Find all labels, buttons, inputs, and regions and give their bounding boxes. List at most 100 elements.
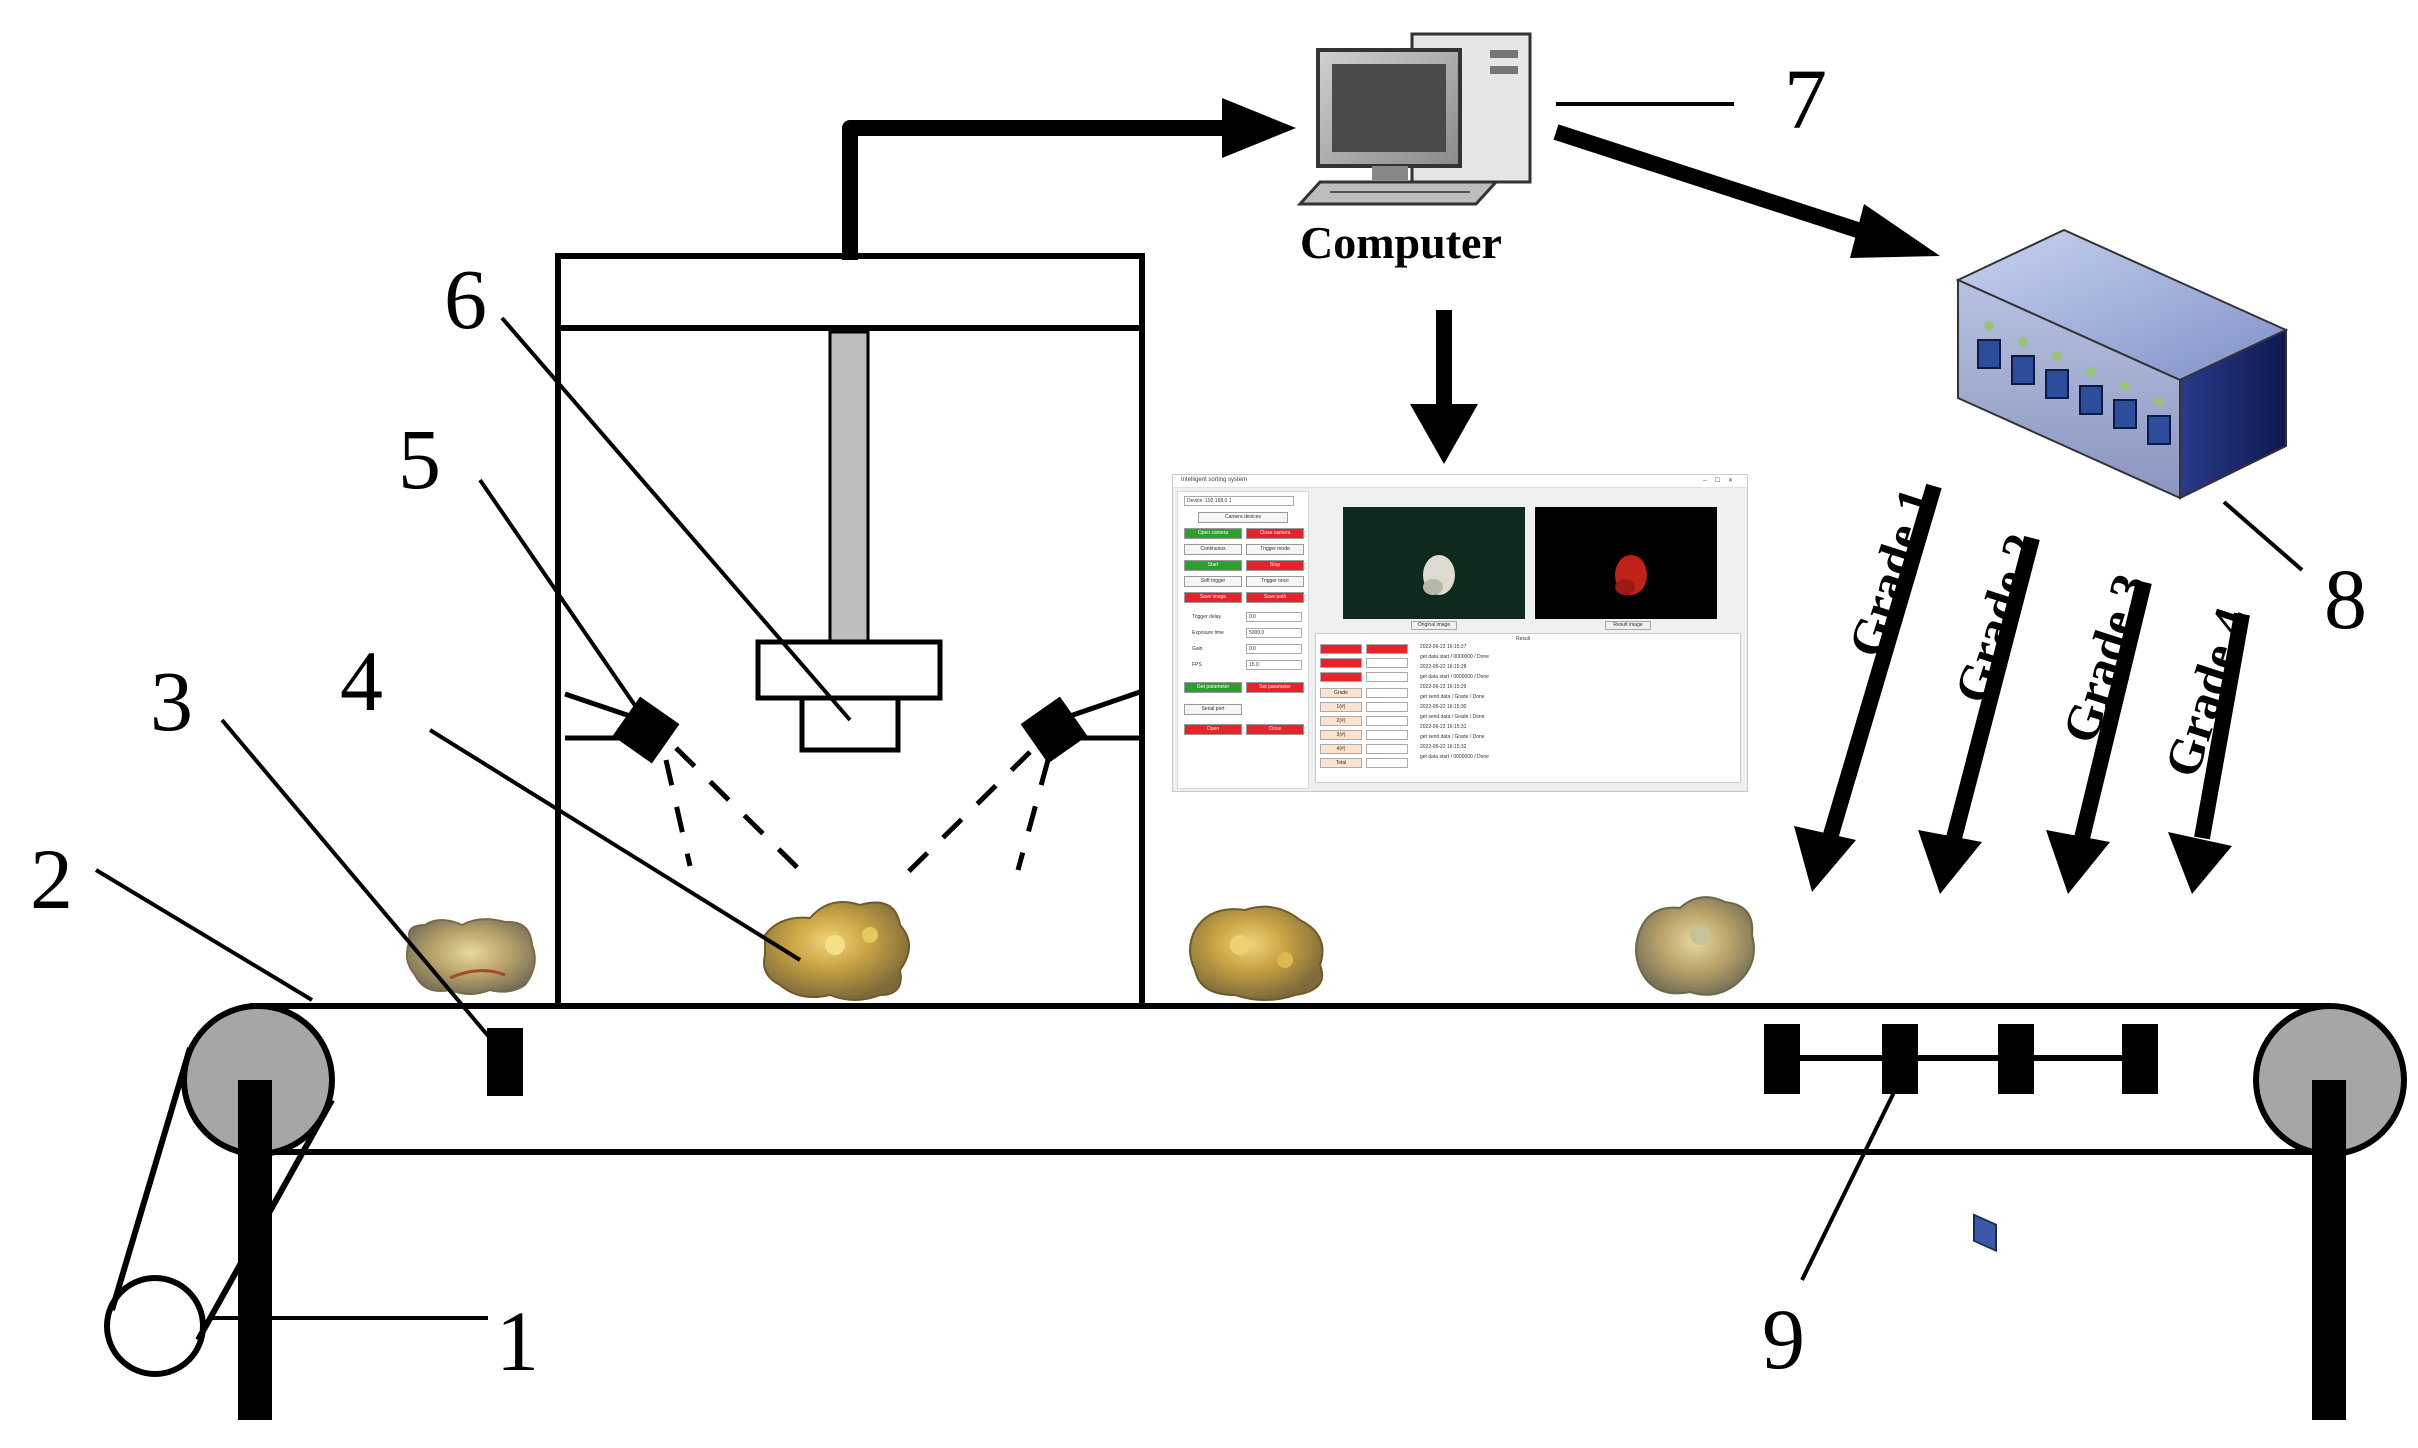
grade-label-1: Grade 1	[1837, 481, 1944, 663]
grade-row-label-4: 4(#)	[1320, 744, 1362, 754]
log-line: get data start / 0000000 / Done	[1420, 754, 1489, 760]
device-select[interactable]: Device: 192.168.0.1	[1184, 496, 1294, 506]
label-2: 2	[30, 831, 73, 927]
results-panel: Result Grade 1(#) 2(#) 3(#) 4(#) Total 2…	[1315, 633, 1741, 783]
grade-row-value-0	[1366, 688, 1408, 698]
log-line: get data start / 0000000 / Done	[1420, 674, 1489, 680]
grade-arrow-3	[2046, 580, 2152, 894]
log-line: 2022-06-22 16:15:28	[1420, 664, 1467, 670]
grade-row-value-1	[1366, 702, 1408, 712]
continuous-mode-radio[interactable]: Continuous	[1184, 544, 1242, 555]
right-roller	[2253, 1003, 2407, 1420]
grade-row-value-3	[1366, 730, 1408, 740]
computer-to-controller-arrow	[1553, 124, 1940, 258]
param-label-trigger-delay: Trigger delay	[1192, 614, 1221, 620]
save-image-button[interactable]: Save image	[1184, 592, 1242, 603]
status-cell-6	[1366, 672, 1408, 682]
log-line: get data start / 0000000 / Done	[1420, 654, 1489, 660]
left-roller	[181, 1003, 335, 1420]
get-parameter-button[interactable]: Get parameter	[1184, 682, 1242, 693]
original-image-caption: Original image	[1411, 621, 1457, 630]
grade-arrow-2	[1918, 535, 2040, 894]
grade-label-2: Grade 2	[1943, 527, 2050, 709]
status-cell-2	[1366, 644, 1408, 654]
computer-to-ui-arrow	[1410, 310, 1478, 464]
controller-box	[1955, 228, 2289, 1253]
results-header: Result	[1516, 636, 1531, 642]
soft-trigger-checkbox[interactable]: Soft trigger	[1184, 576, 1242, 587]
result-image-view	[1535, 507, 1717, 619]
original-ore-image	[1423, 555, 1455, 595]
ore-sample-3	[1189, 905, 1324, 1001]
software-interface: Intelligent sorting system –☐✕ Device: 1…	[1172, 474, 1748, 792]
set-parameter-button[interactable]: Set parameter	[1246, 682, 1304, 693]
stop-button[interactable]: Stop	[1246, 560, 1304, 571]
grade-row-label-1: 1(#)	[1320, 702, 1362, 712]
grade-row-value-2	[1366, 716, 1408, 726]
param-label-fps: FPS	[1192, 662, 1202, 668]
grade-row-label-5: Total	[1320, 758, 1362, 768]
start-button[interactable]: Start	[1184, 560, 1242, 571]
result-image-caption: Result image	[1605, 621, 1651, 630]
param-field-trigger-delay[interactable]: 0.0	[1246, 612, 1302, 622]
label-3: 3	[150, 653, 193, 749]
label-1: 1	[496, 1293, 539, 1389]
label-6: 6	[444, 251, 487, 347]
window-controls[interactable]: –☐✕	[1703, 478, 1741, 484]
trigger-once-button[interactable]: Trigger once	[1246, 576, 1304, 587]
label-8: 8	[2324, 551, 2367, 647]
grade-label-4: Grade 4	[2153, 601, 2260, 783]
grade-row-value-5	[1366, 758, 1408, 768]
status-cell-1	[1320, 644, 1362, 654]
grade-row-label-0: Grade	[1320, 688, 1362, 698]
log-line: get send data / Grade / Done	[1420, 714, 1485, 720]
right-light-source	[898, 689, 1141, 882]
label-5: 5	[398, 411, 441, 507]
label-4: 4	[340, 633, 383, 729]
status-cell-5	[1320, 672, 1362, 682]
computer-icon	[1296, 32, 1532, 206]
controller-ports	[1977, 339, 2171, 445]
sorting-actuators	[1764, 1024, 2158, 1094]
camera-to-computer-arrow	[842, 98, 1296, 260]
open-camera-button[interactable]: Open camera	[1184, 528, 1242, 539]
drive-motor-pulley	[104, 1047, 335, 1377]
log-line: 2022-06-22 16:15:27	[1420, 644, 1467, 650]
leader-lines	[94, 102, 2304, 1320]
log-line: get send data / Grade / Done	[1420, 694, 1485, 700]
camera-mount	[755, 330, 943, 753]
label-9: 9	[1762, 1291, 1805, 1387]
grade-row-label-2: 2(#)	[1320, 716, 1362, 726]
param-field-exposure[interactable]: 5000.0	[1246, 628, 1302, 638]
ui-title: Intelligent sorting system	[1181, 477, 1248, 483]
grade-row-label-3: 3(#)	[1320, 730, 1362, 740]
serial-port-select[interactable]: Serial port	[1184, 704, 1242, 715]
ore-sample-4	[1635, 896, 1755, 996]
param-field-fps[interactable]: 15.0	[1246, 660, 1302, 670]
grade-label-3: Grade 3	[2051, 567, 2158, 749]
serial-close-button[interactable]: Close	[1246, 724, 1304, 735]
ui-titlebar: Intelligent sorting system –☐✕	[1173, 475, 1747, 488]
log-line: 2022-06-22 16:15:30	[1420, 704, 1467, 710]
log-line: 2022-06-22 16:15:31	[1420, 724, 1467, 730]
grade-arrow-1	[1794, 483, 1942, 892]
left-light-source	[564, 691, 812, 882]
serial-open-button[interactable]: Open	[1184, 724, 1242, 735]
save-path-button[interactable]: Save path	[1246, 592, 1304, 603]
grade-arrow-4	[2168, 612, 2250, 894]
camera-devices-button[interactable]: Camera devices	[1198, 512, 1288, 523]
status-cell-3	[1320, 658, 1362, 668]
log-line: 2022-06-22 16:15:29	[1420, 684, 1467, 690]
ore-sample-1	[405, 918, 536, 995]
status-cell-4	[1366, 658, 1408, 668]
computer-label: Computer	[1300, 217, 1502, 268]
grade-row-value-4	[1366, 744, 1408, 754]
ore-sample-2	[763, 901, 910, 1001]
trigger-mode-radio[interactable]: Trigger mode	[1246, 544, 1304, 555]
close-camera-button[interactable]: Close camera	[1246, 528, 1304, 539]
param-field-gain[interactable]: 0.0	[1246, 644, 1302, 654]
original-image-view	[1343, 507, 1525, 619]
log-line: 2022-06-22 16:15:32	[1420, 744, 1467, 750]
control-panel: Device: 192.168.0.1 Camera devices Open …	[1177, 491, 1309, 789]
